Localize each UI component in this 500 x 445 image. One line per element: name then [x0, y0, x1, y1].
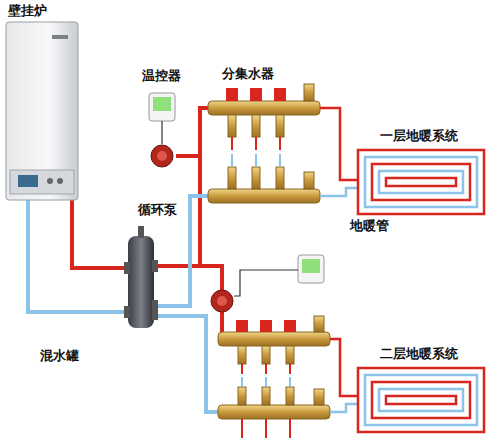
boiler-illustration — [6, 22, 78, 200]
supply-pipe — [72, 108, 222, 340]
return-pipe — [28, 196, 218, 412]
device-label: 温控器 — [142, 68, 181, 84]
floor-coil — [358, 150, 484, 214]
floor-pipe — [320, 108, 358, 412]
device-label: 壁挂炉 — [8, 3, 47, 19]
manifold-illustration — [218, 316, 330, 438]
system-label: 一层地暖系统 — [380, 128, 458, 144]
pipe-label: 地暖管 — [350, 218, 389, 234]
thermostat-icon — [149, 93, 324, 296]
manifold-illustration — [208, 84, 320, 203]
floor-coil — [358, 368, 484, 432]
device-label: 混水罐 — [40, 348, 79, 364]
device-label: 分集水器 — [222, 66, 274, 82]
circulation-pump — [151, 145, 233, 312]
mixing-tank — [124, 226, 158, 328]
system-label: 二层地暖系统 — [380, 346, 458, 362]
device-label: 循环泵 — [138, 202, 177, 218]
